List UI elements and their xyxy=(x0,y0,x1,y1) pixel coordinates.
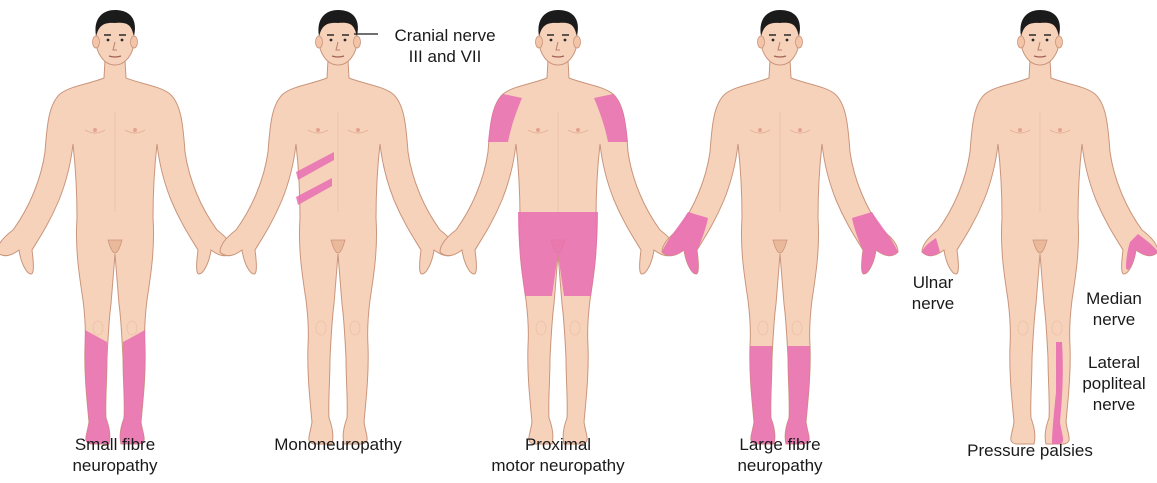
caption-pressure-palsies: Pressure palsies xyxy=(945,440,1115,461)
callout-lateral-popliteal-nerve: Lateral popliteal nerve xyxy=(1072,352,1156,415)
highlight-pelvis-thighs xyxy=(518,212,598,296)
caption-small-fibre: Small fibre neuropathy xyxy=(55,434,175,476)
figure-proximal-motor xyxy=(440,10,676,444)
callout-median-nerve: Median nerve xyxy=(1074,288,1154,330)
callout-cranial-nerve: Cranial nerve III and VII xyxy=(380,25,510,67)
caption-large-fibre: Large fibre neuropathy xyxy=(720,434,840,476)
highlight-lower-legs xyxy=(85,330,110,444)
caption-proximal-motor: Proximal motor neuropathy xyxy=(473,434,643,476)
callout-ulnar-nerve: Ulnar nerve xyxy=(898,272,968,314)
figure-large-fibre xyxy=(662,10,898,444)
caption-mononeuropathy: Mononeuropathy xyxy=(248,434,428,455)
figure-mononeuropathy xyxy=(220,10,456,444)
figure-small-fibre xyxy=(0,10,233,444)
